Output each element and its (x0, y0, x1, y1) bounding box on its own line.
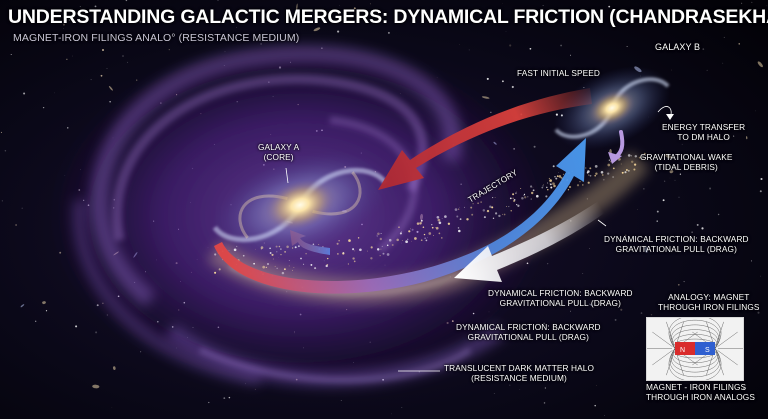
energy-transfer-label: ENERGY TRANSFER TO DM HALO (662, 122, 746, 142)
incoming-red-arrow (378, 88, 592, 190)
gravitational-wake-label: GRAVITATIONAL WAKE (TIDAL DEBRIS) (640, 152, 733, 172)
small-return-arrow (290, 230, 330, 255)
energy-transfer-pointer-icon (666, 114, 674, 120)
magnet-analogy-inset: N S (646, 317, 744, 381)
wake-arrow (608, 130, 625, 164)
galaxy-a-spiral-icon (211, 151, 389, 259)
magnet-south-pole: S (705, 347, 710, 354)
galaxy-b-spiral-icon (553, 66, 671, 150)
galaxy-b-label: GALAXY B (655, 42, 701, 52)
trajectory-arrow (214, 138, 586, 294)
iron-filings-field-icon: N S (647, 318, 743, 380)
dynamical-friction-label-1: DYNAMICAL FRICTION: BACKWARD GRAVITATION… (604, 234, 749, 254)
fast-initial-speed-label: FAST INITIAL SPEED (517, 68, 600, 78)
page-subtitle: MAGNET-IRON FILINGS ANALO° (RESISTANCE M… (13, 32, 300, 44)
bar-magnet-icon: N S (675, 342, 715, 355)
drag-arrow (454, 200, 606, 282)
galaxy-a-label: GALAXY A (CORE) (258, 142, 300, 162)
page-title: UNDERSTANDING GALACTIC MERGERS: DYNAMICA… (8, 6, 768, 28)
inset-caption: MAGNET - IRON FILINGS THROUGH IRON ANALO… (646, 382, 755, 402)
dynamical-friction-label-3: DYNAMICAL FRICTION: BACKWARD GRAVITATION… (456, 322, 601, 342)
dark-matter-halo-label: TRANSLUCENT DARK MATTER HALO (RESISTANCE… (444, 363, 595, 383)
analogy-label: ANALOGY: MAGNET THROUGH IRON FILINGS (658, 292, 760, 312)
dynamical-friction-label-2: DYNAMICAL FRICTION: BACKWARD GRAVITATION… (488, 288, 633, 308)
magnet-north-pole: N (680, 347, 685, 354)
